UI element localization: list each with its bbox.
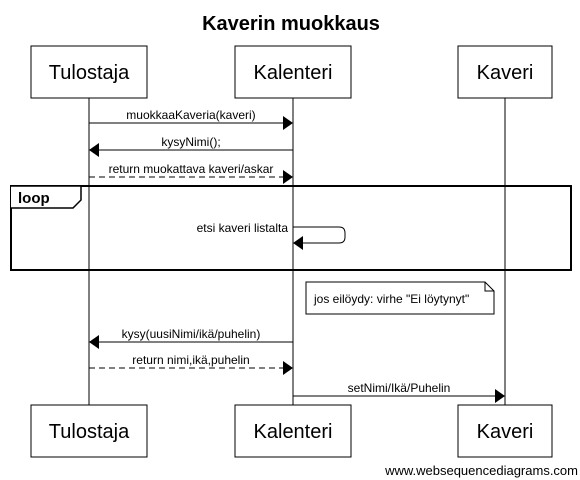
note-ei-loytynyt: jos eilöydy: virhe "Ei löytynyt" <box>305 281 495 315</box>
arrowhead-right <box>283 116 293 130</box>
participant-kaveri-bottom: Kaveri <box>457 404 553 458</box>
participant-kalenteri-bottom: Kalenteri <box>234 404 352 458</box>
loop-frame: loop <box>10 185 572 271</box>
message-label: muokkaaKaveria(kaveri) <box>126 108 255 122</box>
message-label: return nimi,ikä,puhelin <box>132 353 249 367</box>
message-return-muokattava: return muokattava kaveri/askar <box>89 162 293 184</box>
message-return-nimi: return nimi,ikä,puhelin <box>89 353 293 375</box>
message-label: setNimi/Ikä/Puhelin <box>348 381 451 395</box>
message-label: kysyNimi(); <box>161 135 220 149</box>
participant-tulostaja-top: Tulostaja <box>30 45 148 99</box>
message-label: etsi kaveri listalta <box>197 221 289 235</box>
arrowhead-left <box>293 236 303 250</box>
message-etsi-kaveri: etsi kaveri listalta <box>197 221 346 250</box>
participant-label: Tulostaja <box>49 421 130 443</box>
participant-kalenteri-top: Kalenteri <box>234 45 352 99</box>
message-label: return muokattava kaveri/askar <box>109 162 274 176</box>
arrowhead-left <box>89 335 99 349</box>
participant-label: Kalenteri <box>254 421 333 443</box>
credit-link[interactable]: www.websequencediagrams.com <box>384 463 578 478</box>
participant-kaveri-top: Kaveri <box>457 45 553 99</box>
arrowhead-right <box>495 389 505 403</box>
message-kysy-nimi: kysyNimi(); <box>89 135 293 157</box>
message-muokkaa-kaveria: muokkaaKaveria(kaveri) <box>89 108 293 130</box>
message-label: kysy(uusiNimi/ikä/puhelin) <box>122 327 261 341</box>
loop-label: loop <box>18 190 50 207</box>
participant-tulostaja-bottom: Tulostaja <box>30 404 148 458</box>
arrowhead-right <box>283 170 293 184</box>
diagram-title: Kaverin muokkaus <box>202 13 380 35</box>
participant-label: Kalenteri <box>254 62 333 84</box>
arrowhead-left <box>89 143 99 157</box>
arrowhead-right <box>283 361 293 375</box>
participant-label: Kaveri <box>477 421 534 443</box>
note-text: jos eilöydy: virhe "Ei löytynyt" <box>313 292 469 306</box>
message-set-nimi: setNimi/Ikä/Puhelin <box>293 381 505 403</box>
message-kysy-uusi: kysy(uusiNimi/ikä/puhelin) <box>89 327 293 349</box>
participant-label: Tulostaja <box>49 62 130 84</box>
participant-label: Kaveri <box>477 62 534 84</box>
